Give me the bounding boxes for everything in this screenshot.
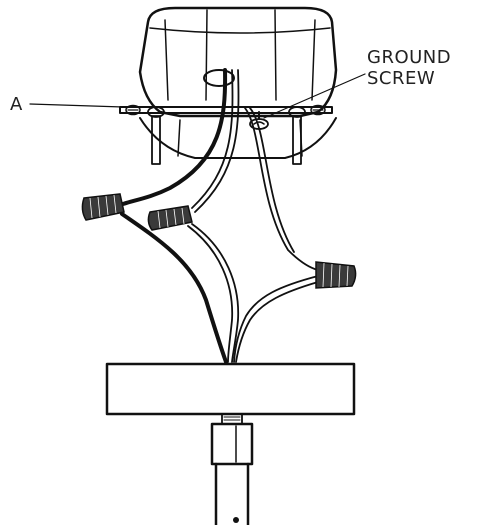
downrod [210,413,254,525]
wires [120,68,319,364]
wire-connector-left [81,193,125,221]
wire-connector-middle [147,205,193,231]
canopy [105,362,356,416]
bracket-screw-left [125,104,141,116]
mounting-bolt-right [288,106,306,165]
mounting-bolt-left [147,106,165,165]
callout-ground-screw-line1: GROUND [367,47,451,68]
callout-ground-screw: GROUND SCREW [263,47,451,119]
knockout-hole [203,69,235,87]
callout-a-label: A [10,94,23,115]
callout-a: A [10,94,124,115]
wire-connector-right [315,261,357,289]
bracket-screw-right [310,104,326,116]
callout-ground-screw-line2: SCREW [367,68,435,89]
